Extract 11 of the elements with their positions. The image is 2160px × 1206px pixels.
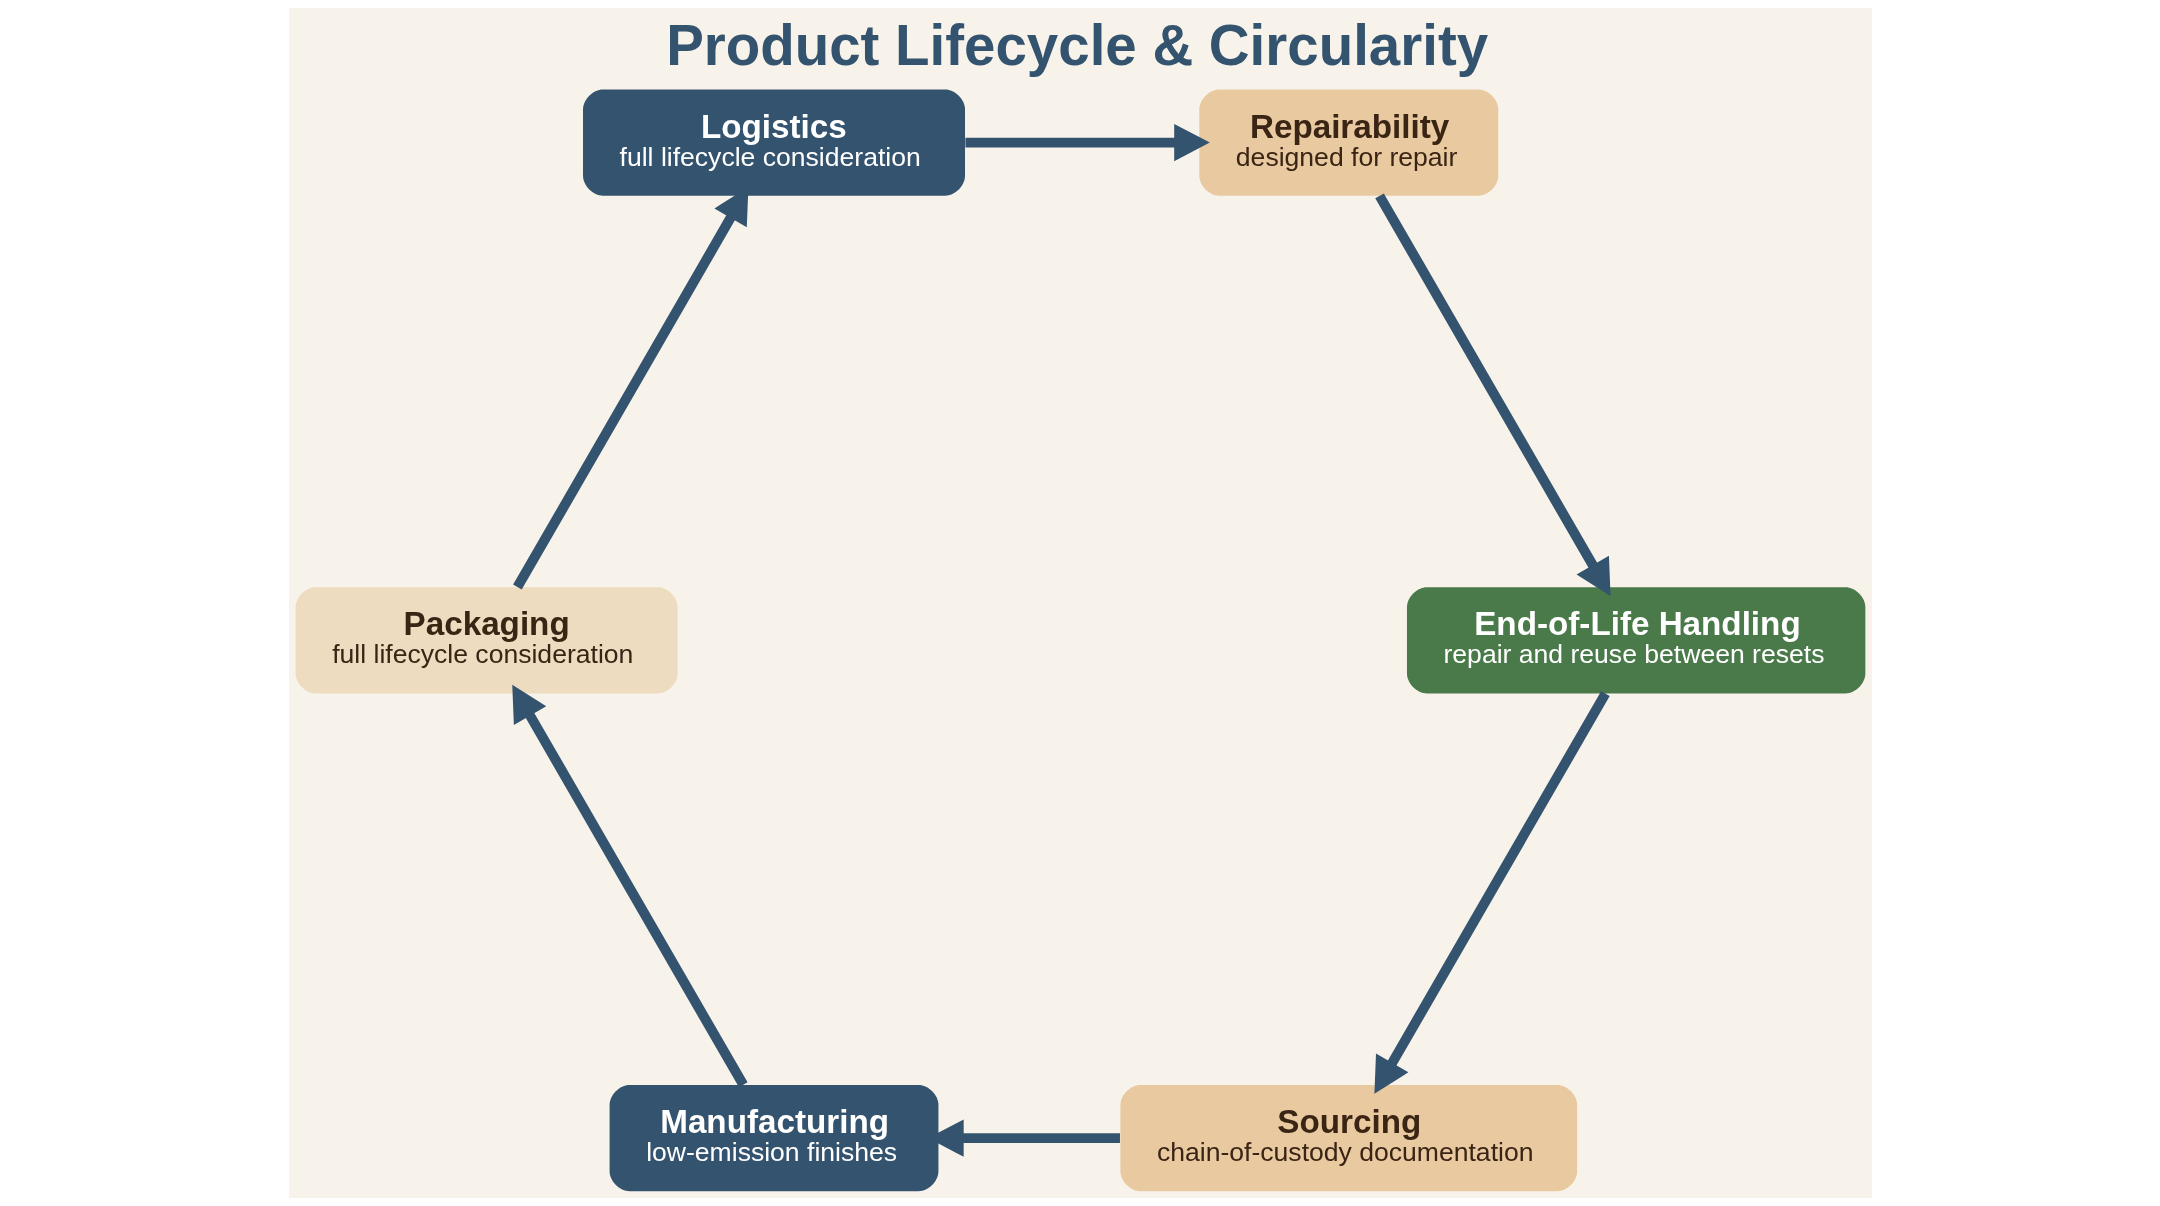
node-box: Sourcing chain-of-custody documentation [1119, 1085, 1577, 1192]
node-box: End-of-Life Handling repair and reuse between resets [1406, 587, 1865, 694]
node-box: Packaging full lifecycle consideration [295, 587, 678, 694]
node-box: Repairability designed for repair [1198, 89, 1498, 196]
arrow [1373, 691, 1610, 1094]
arrow [1374, 193, 1611, 596]
arrow [964, 123, 1210, 162]
arrow [511, 684, 748, 1088]
diagram-title: Product Lifecycle & Circularity [665, 13, 1488, 77]
node-box: Manufacturing low-emission finishes [609, 1085, 938, 1192]
node-box: Logistics full lifecycle consideration [582, 89, 965, 196]
